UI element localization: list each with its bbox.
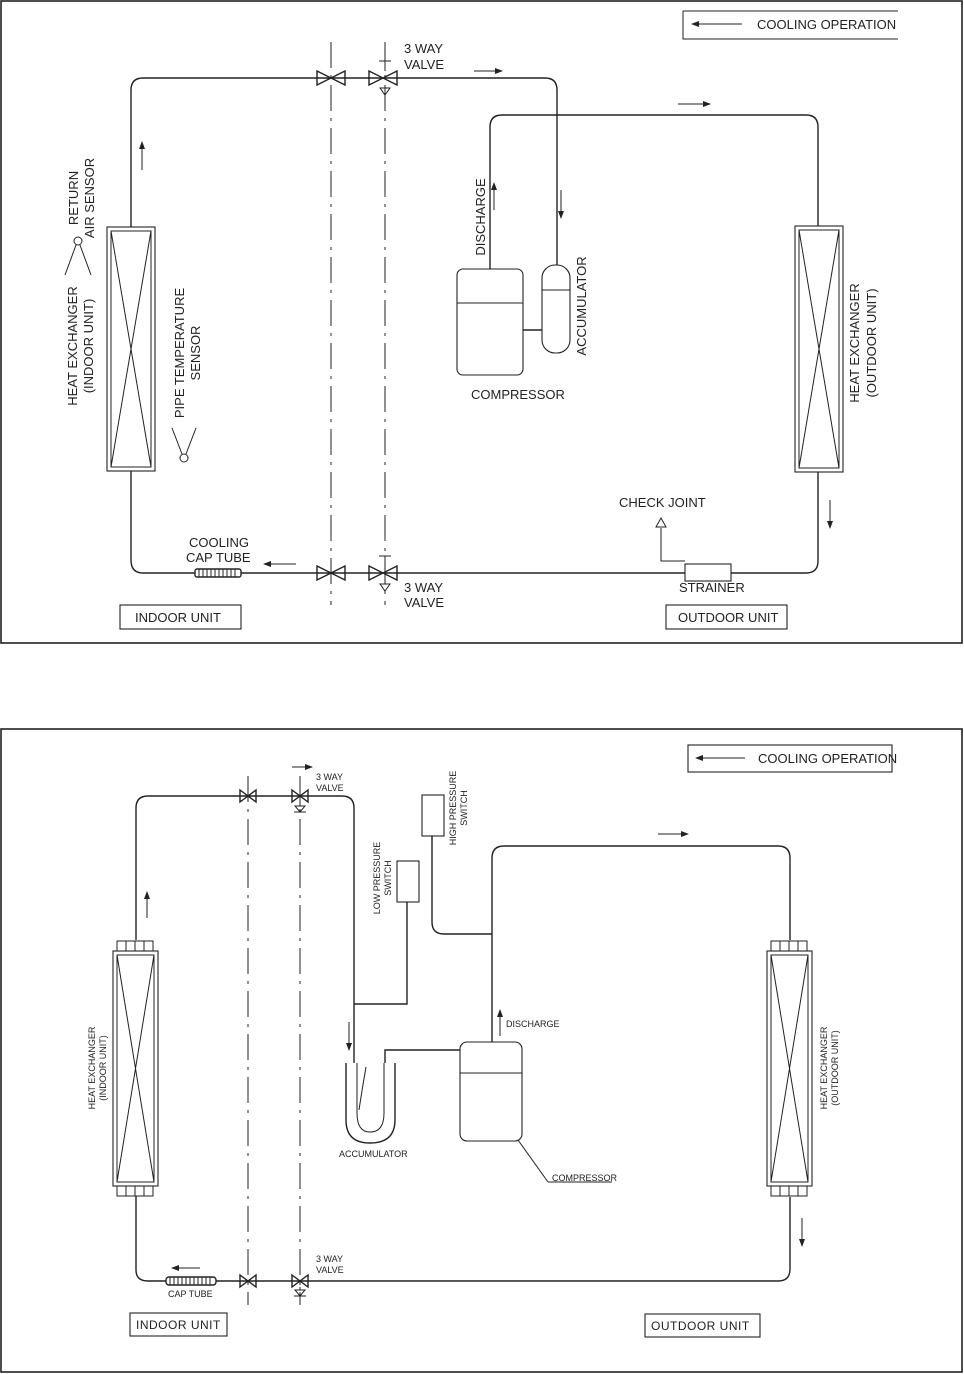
outdoor-unit-label: OUTDOOR UNIT (651, 1319, 750, 1333)
indoor-unit-label: INDOOR UNIT (136, 1318, 221, 1332)
liquid-line-indoor-2 (135, 1196, 166, 1282)
high-pressure-switch-line (431, 836, 492, 935)
indoor-unit-box (129, 1312, 228, 1337)
hx-indoor-label-2: (INDOOR UNIT) (98, 1035, 108, 1101)
heat-exchanger-outdoor-2 (766, 940, 813, 1197)
three-way-valve-top (368, 60, 398, 96)
compressor-label: COMPRESSOR (471, 387, 565, 402)
check-joint-label: CHECK JOINT (619, 495, 706, 510)
legend-label: COOLING OPERATION (758, 751, 897, 766)
valve-bottom-label-2: VALVE (404, 595, 444, 610)
diagram-1: COOLING OPERATION 3 WAY VALVE (0, 0, 963, 644)
cap-tube-coil-2 (165, 1276, 217, 1286)
flow-arrows-2 (144, 764, 805, 1271)
outdoor-unit-box (644, 1313, 761, 1338)
outdoor-unit-label: OUTDOOR UNIT (678, 610, 778, 625)
accumulator (541, 264, 571, 354)
service-valve-top-2 (239, 788, 257, 804)
return-air-sensor-label-1: RETURN (66, 171, 81, 225)
high-pressure-switch-label-1: HIGH PRESSURE (448, 771, 458, 846)
three-way-valve-bottom-2 (291, 1273, 309, 1297)
low-pressure-switch-label-1: LOW PRESSURE (372, 842, 382, 915)
pipe-sensor-label-2: SENSOR (188, 326, 203, 381)
liquid-line-2 (216, 1197, 791, 1282)
indoor-unit-box (119, 604, 242, 630)
accumulator-2 (345, 1063, 396, 1144)
service-valve-bottom (316, 564, 346, 582)
heat-exchanger-indoor-2 (112, 940, 159, 1197)
valve-bottom-label-1: 3 WAY (404, 580, 443, 595)
return-air-sensor-label-2: AIR SENSOR (82, 158, 97, 238)
discharge-line (489, 114, 819, 270)
liquid-line-outdoor (731, 472, 819, 574)
discharge-label: DISCHARGE (506, 1019, 560, 1029)
hx-outdoor-label-2: (OUTDOOR UNIT) (830, 1030, 840, 1106)
strainer (684, 563, 732, 582)
legend-2: COOLING OPERATION (687, 744, 897, 773)
high-pressure-switch-label-2: SWITCH (459, 790, 469, 826)
outdoor-unit-box (665, 604, 788, 630)
hx-indoor-label-2: (INDOOR UNIT) (81, 299, 96, 394)
legend-1: COOLING OPERATION (682, 10, 898, 40)
cap-tube-label: CAP TUBE (168, 1289, 213, 1299)
valve-bottom-label-1: 3 WAY (316, 1254, 343, 1264)
pipe-sensor-label-1: PIPE TEMPERATURE (172, 288, 187, 419)
cap-tube-label-1: COOLING (189, 535, 249, 550)
indoor-unit-label: INDOOR UNIT (135, 610, 221, 625)
compressor-label: COMPRESSOR (552, 1173, 618, 1183)
suction-line-top-2 (135, 795, 355, 1063)
three-way-valve-top-2 (291, 788, 309, 813)
accumulator-label: ACCUMULATOR (339, 1149, 408, 1159)
diagram-2-frame (0, 728, 963, 1373)
pipe-temperature-sensor (171, 427, 197, 463)
valve-top-label-2: VALVE (316, 783, 344, 793)
discharge-label: DISCHARGE (473, 178, 488, 256)
strainer-label: STRAINER (679, 580, 745, 595)
accumulator-to-compressor-line (384, 1049, 460, 1063)
heat-exchanger-indoor (106, 226, 156, 472)
low-pressure-switch (396, 860, 420, 903)
liquid-line-indoor (130, 470, 195, 574)
hx-indoor-label-1: HEAT EXCHANGER (65, 286, 80, 405)
service-valve-bottom-2 (239, 1273, 257, 1289)
accumulator-label: ACCUMULATOR (574, 256, 589, 355)
diagram-1-frame (0, 0, 963, 644)
return-air-sensor (64, 236, 92, 276)
cap-tube-label-2: CAP TUBE (186, 550, 251, 565)
discharge-line-2 (491, 845, 791, 1042)
flow-arrows-1 (139, 68, 833, 567)
valve-top-label-1: 3 WAY (316, 772, 343, 782)
high-pressure-switch (421, 794, 445, 837)
valve-bottom-label-2: VALVE (316, 1265, 344, 1275)
low-pressure-switch-line (354, 902, 408, 1005)
hx-outdoor-label-1: HEAT EXCHANGER (847, 283, 862, 402)
service-valve-top (316, 69, 346, 87)
compressor-2 (459, 1041, 612, 1183)
three-way-valve-bottom (368, 555, 398, 592)
valve-top-label-1: 3 WAY (404, 41, 443, 56)
heat-exchanger-outdoor (794, 225, 844, 473)
low-pressure-switch-label-2: SWITCH (383, 860, 393, 896)
hx-indoor-label-1: HEAT EXCHANGER (87, 1026, 97, 1109)
suction-line-top (130, 77, 558, 265)
diagram-2: COOLING OPERATION 3 WAY VALVE (0, 728, 963, 1373)
compressor (456, 268, 542, 376)
legend-label: COOLING OPERATION (757, 17, 896, 32)
hx-outdoor-label-1: HEAT EXCHANGER (819, 1026, 829, 1109)
check-joint (655, 516, 685, 562)
cap-tube-coil (194, 568, 242, 578)
valve-top-label-2: VALVE (404, 57, 444, 72)
hx-outdoor-label-2: (OUTDOOR UNIT) (864, 288, 879, 397)
